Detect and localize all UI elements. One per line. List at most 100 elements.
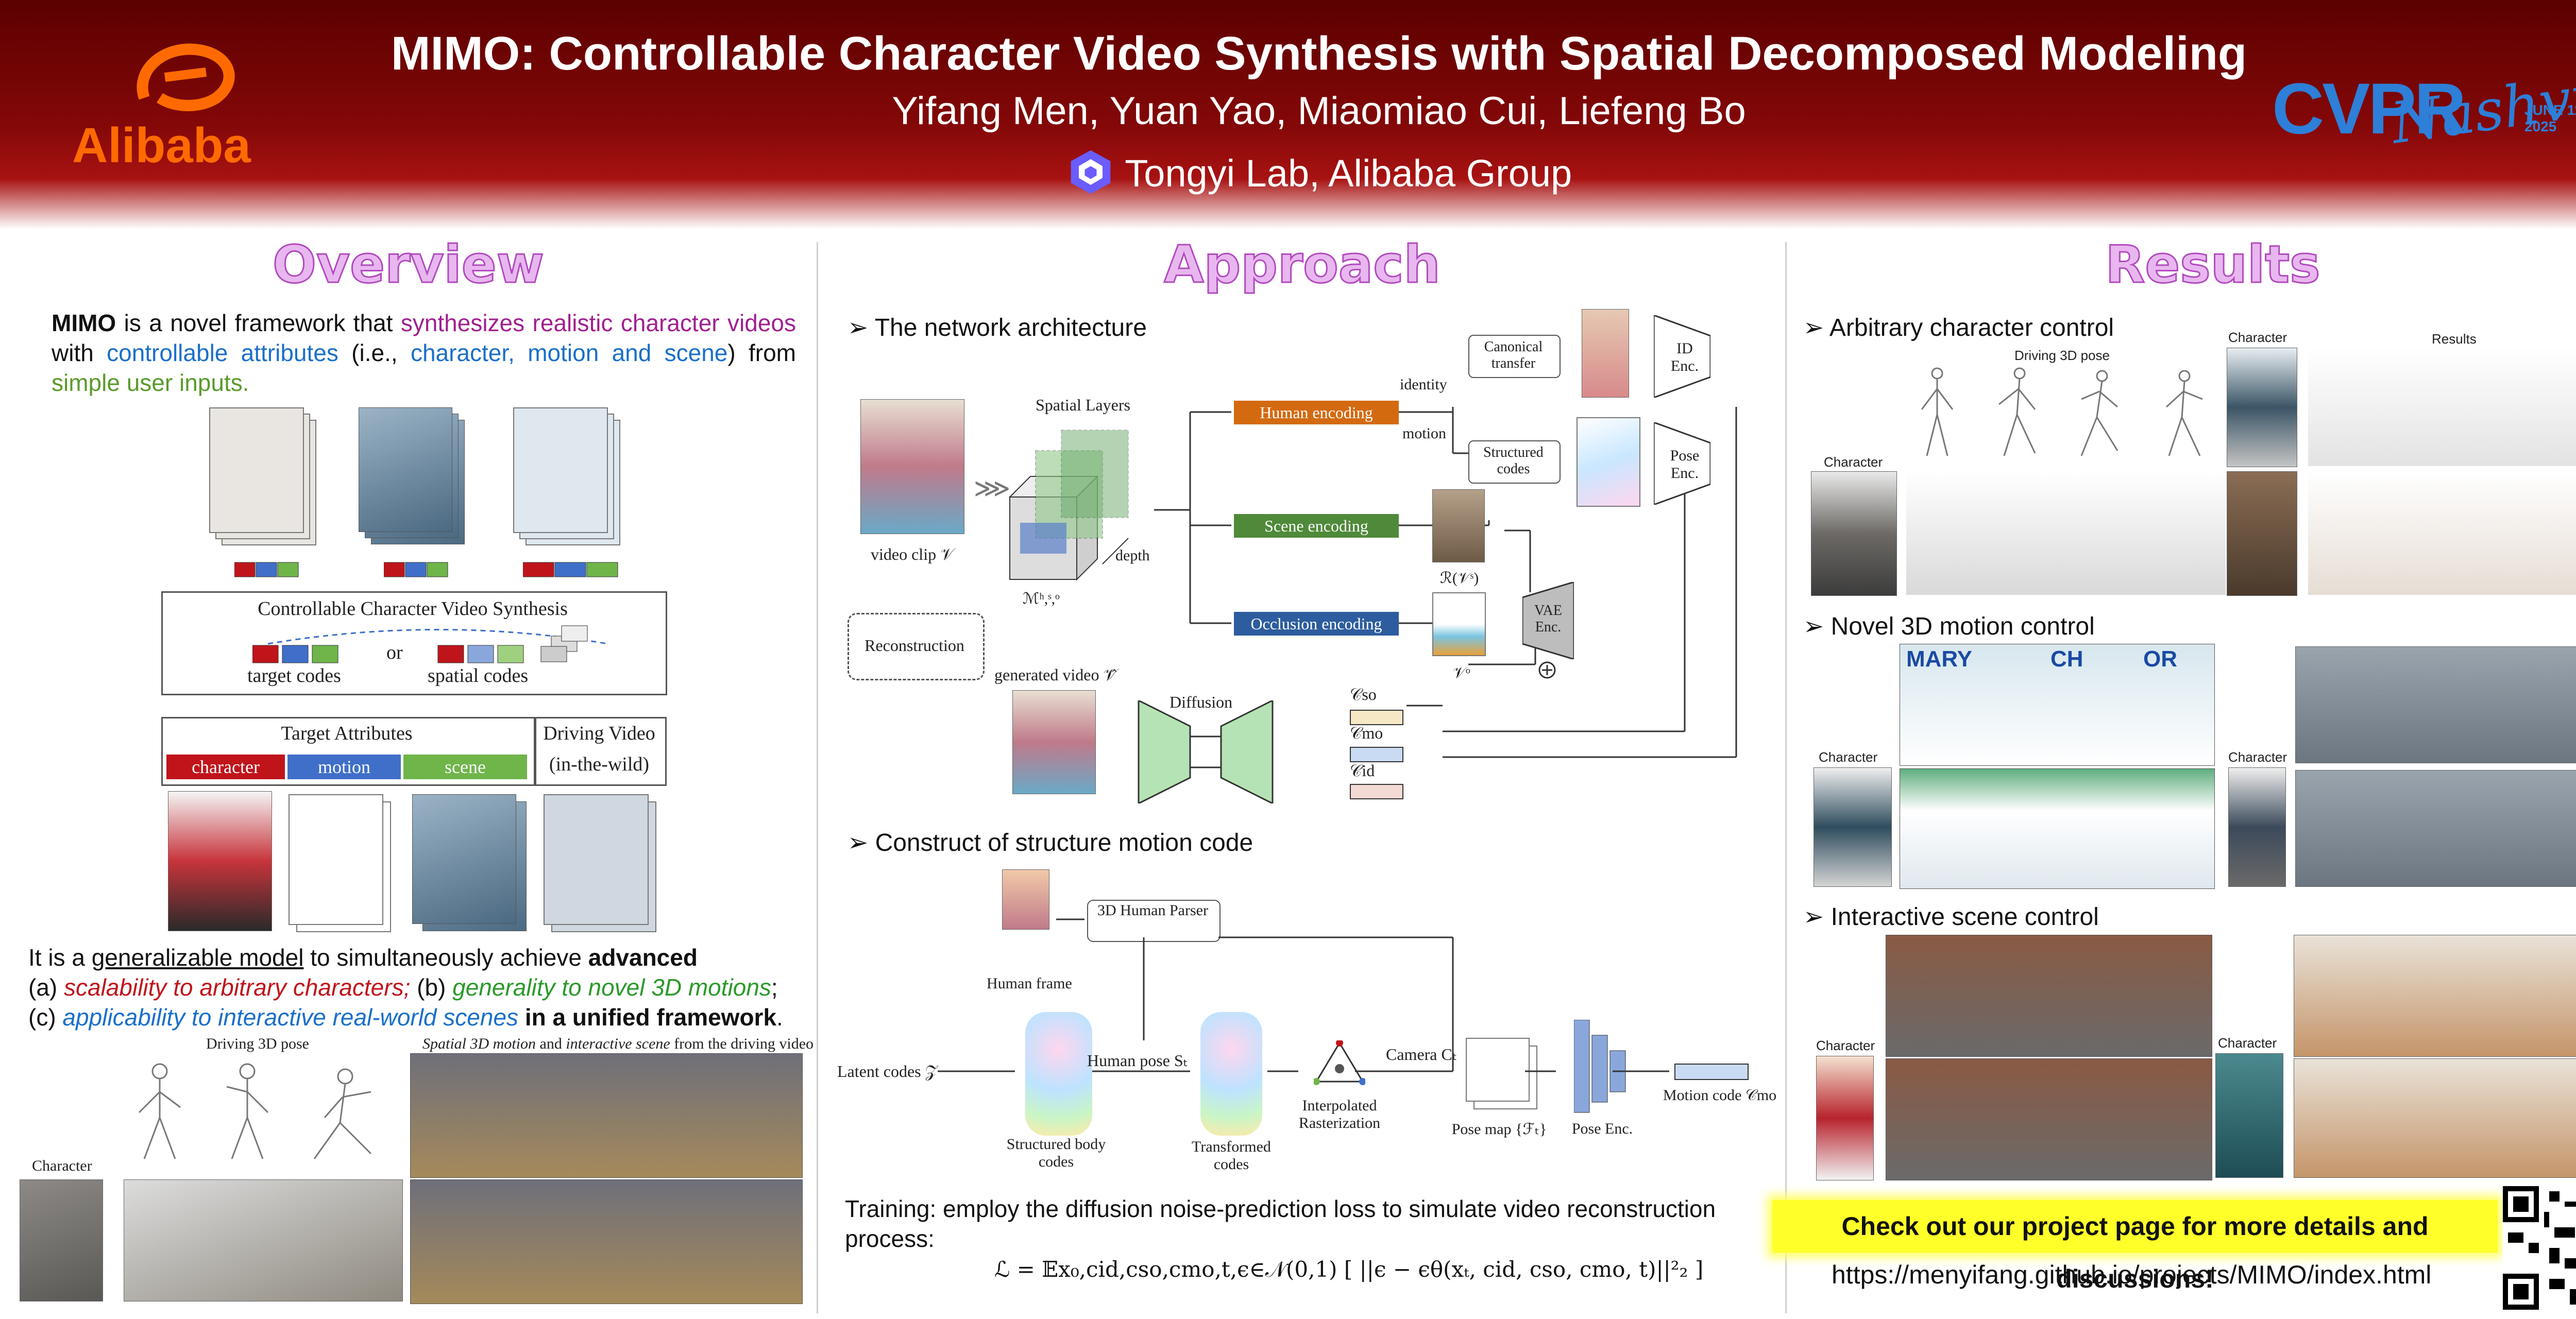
approach-title: Approach [1163, 234, 1442, 296]
video-clip-label: video clip 𝒱 [871, 545, 954, 563]
spatial-layers-label: Spatial Layers [1036, 396, 1130, 414]
results-pose-skeletons [1901, 363, 2221, 469]
scene-character-image-2 [2215, 1053, 2283, 1178]
structured-codes-label: Structured codes [1483, 444, 1544, 477]
identity-label: identity [1400, 376, 1447, 393]
pose-frame [289, 794, 383, 925]
anime-character-image [2227, 348, 2297, 467]
driving-video-label: Driving Video [543, 723, 655, 744]
alibaba-logo-icon [129, 36, 242, 126]
depth-label: depth [1115, 547, 1150, 564]
gen-text: generalizable model [91, 944, 304, 971]
scene-image [1432, 489, 1485, 562]
transformed-codes-label: Transformed codes [1192, 1138, 1271, 1173]
target-codes-label: target codes [247, 665, 341, 687]
results-bullet-motion: ➢ Novel 3D motion control [1803, 612, 2095, 641]
intro-text: (i.e., [338, 339, 411, 366]
c-id-label: 𝒞id [1350, 761, 1375, 780]
pose-enc2-label: Pose Enc. [1571, 1120, 1633, 1137]
human-pose-label: Human pose Sₜ [1087, 1051, 1189, 1070]
training-text: Training: employ the diffusion noise-pre… [845, 1195, 1716, 1252]
bullet-text: The network architecture [874, 314, 1147, 341]
cvpr-logo-date: JUNE 11-15, 2025 [2524, 102, 2576, 134]
overview-intro: MIMO is a novel framework that synthesiz… [52, 308, 796, 398]
target-attributes-title: Target Attributes [281, 723, 413, 744]
poster-header [0, 0, 2576, 229]
bullet-text: Novel 3D motion control [1831, 613, 2095, 640]
character-label: Character [32, 1157, 92, 1174]
character-results [124, 1179, 403, 1301]
qr-code-icon[interactable] [2503, 1186, 2576, 1310]
gen-text: (c) [28, 1004, 63, 1031]
motion-character-label-2: Character [2228, 749, 2287, 765]
bullet-arrow-icon: ➢ [1803, 903, 1831, 931]
r-vs-label: ℛ(𝒱ˢ) [1440, 570, 1479, 587]
parser-label: 3D Human Parser [1097, 902, 1208, 919]
approach-bullet-motion-code: ➢ Construct of structure motion code [848, 828, 1253, 857]
generalizable-text: It is a generalizable model to simultane… [28, 943, 806, 1032]
canonical-transfer-label: Canonical transfer [1484, 339, 1543, 371]
intro-highlight: controllable attributes [107, 339, 338, 366]
v-o-label: 𝒱ᵒ [1453, 664, 1470, 681]
pose-map-frames [1466, 1038, 1530, 1102]
spatial-codes-label: spatial codes [428, 665, 529, 687]
court-frames-top [2294, 935, 2576, 1057]
motion-code-label: Motion code 𝒞mo [1663, 1087, 1777, 1104]
rink-frames-top [1900, 644, 2215, 766]
pose-enc-label: Pose Enc. [1670, 447, 1700, 482]
reconstruction-box [848, 613, 985, 680]
scene-character-label-2: Character [2218, 1035, 2277, 1051]
cvpr-logo-text: CVPR [2272, 68, 2466, 149]
bullet-arrow-icon: ➢ [848, 829, 875, 857]
attr-motion: motion [287, 755, 401, 779]
poster-title: MIMO: Controllable Character Video Synth… [391, 27, 2247, 80]
anime-results-row [2308, 348, 2576, 466]
spatial-layers-graphic: ⋙ [974, 420, 1159, 592]
affiliation-row: Tongyi Lab, Alibaba Group [0, 147, 2576, 199]
canonical-image [1582, 309, 1629, 398]
motion-label: motion [1402, 425, 1447, 442]
transformed-codes-image [1200, 1012, 1262, 1136]
results-bullet-character: ➢ Arbitrary character control [1803, 313, 2114, 342]
rink-banner-text: CH [2050, 646, 2083, 672]
gen-highlight: scalability to arbitrary characters; [64, 974, 411, 1001]
motion-character-image [1814, 767, 1892, 887]
wall-frames-top [1886, 935, 2212, 1057]
c-so-chip [1350, 710, 1403, 725]
driving-pose-label: Driving 3D pose [206, 1035, 309, 1052]
frame-stack [359, 407, 452, 532]
gen-text: (b) [410, 974, 453, 1001]
gen-text: . [776, 1004, 783, 1031]
driving-frame [544, 794, 649, 925]
m-label: ℳʰ,ˢ,ᵒ [1023, 590, 1060, 607]
motion-character-label: Character [1819, 749, 1878, 765]
code-chips [522, 561, 621, 580]
driving-video-frames [410, 1053, 803, 1178]
gen-highlight: applicability to interactive real-world … [62, 1004, 519, 1031]
c-id-chip [1350, 784, 1403, 799]
camera-label: Camera Cₜ [1386, 1045, 1458, 1064]
gen-text: advanced [588, 944, 698, 971]
or-label: or [386, 642, 403, 663]
scene-encoding-block: Scene encoding [1234, 514, 1399, 538]
parser-box [1087, 900, 1221, 942]
project-url-link[interactable]: https://menyifang.github.io/projects/MIM… [1832, 1260, 2432, 1289]
id-enc-label: ID Enc. [1670, 340, 1699, 374]
driving-result-frames [410, 1179, 803, 1304]
rasterization-icon [1313, 1039, 1366, 1089]
svg-text:⋙: ⋙ [974, 474, 1010, 503]
project-page-callout: Check out our project page for more deta… [1772, 1200, 2498, 1293]
results-label: Results [2432, 331, 2477, 347]
c-so-label: 𝒞so [1350, 685, 1377, 704]
rink-banner-text: MARY [1906, 646, 1972, 672]
results-character-row [1906, 471, 2226, 595]
intro-highlight: character, motion and scene [410, 339, 728, 366]
mimo-name: MIMO [52, 310, 116, 336]
canonical-transfer-box [1468, 335, 1561, 378]
frame-stack [513, 407, 608, 533]
frame-stack [209, 407, 304, 533]
human-frame-label: Human frame [987, 975, 1072, 992]
human-encoding-block: Human encoding [1234, 401, 1399, 424]
c-mo-label: 𝒞mo [1350, 724, 1383, 742]
results-character-label: Character [2228, 330, 2287, 345]
